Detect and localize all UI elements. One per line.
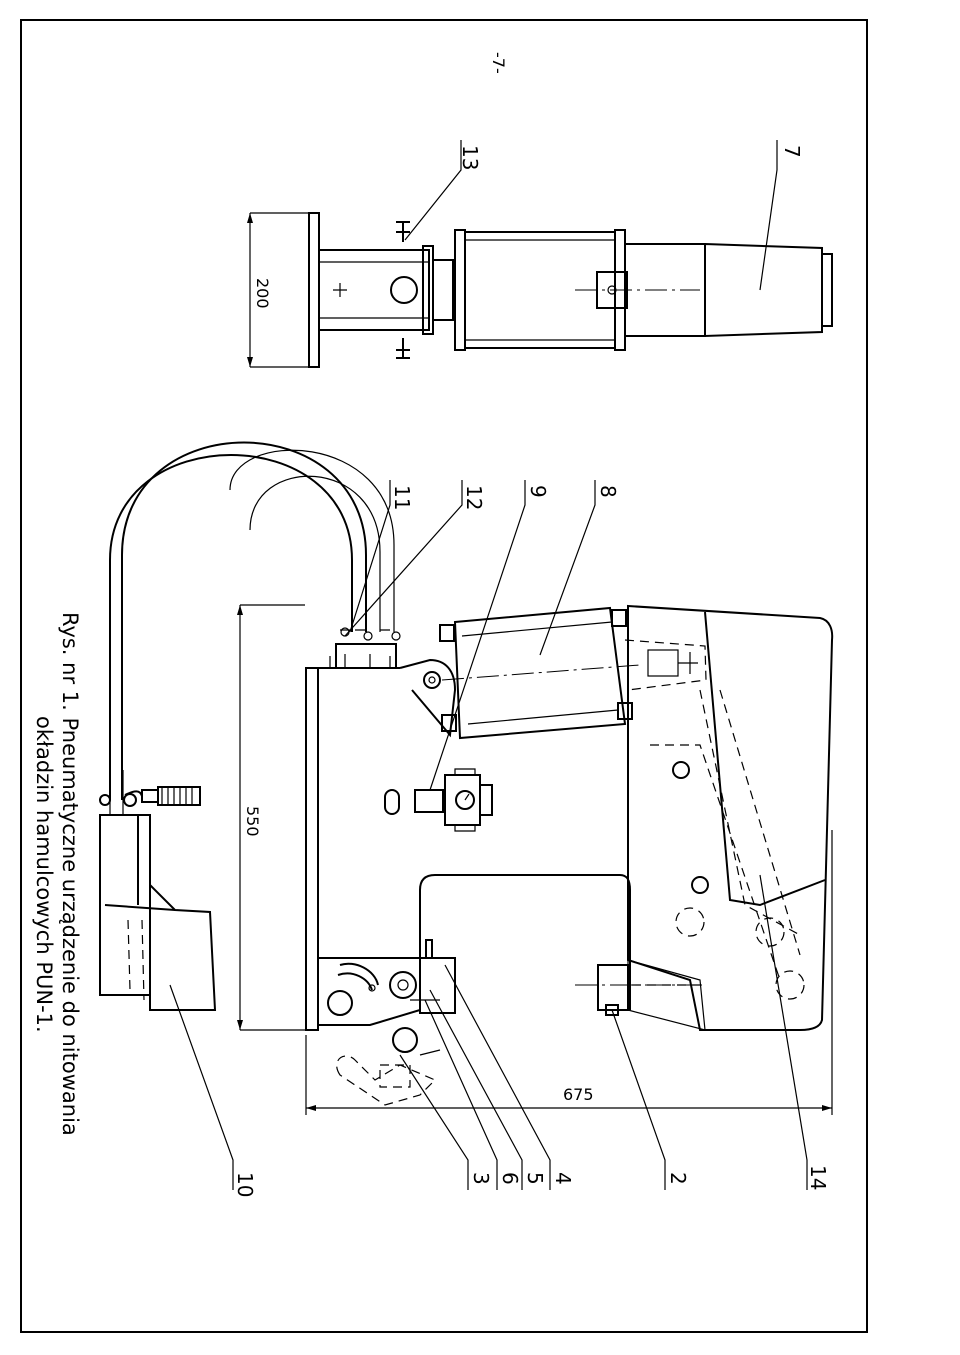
label-11: 11 [390,485,414,510]
main-view: 550 675 [99,604,834,1115]
label-13: 13 [458,145,482,170]
label-8: 8 [596,485,620,498]
air-hoses [109,441,395,800]
mounting-plate [305,667,319,1031]
label-4: 4 [551,1172,575,1185]
label-6: 6 [498,1172,522,1185]
top-bore-hole [390,276,418,304]
part-labels: 13 7 11 12 9 8 10 3 6 5 4 2 14 [233,145,830,1197]
caption-line-1: Rys. nr 1. Pneumatyczne urządzenie do ni… [58,612,82,1136]
pivot-hole-upper [672,761,690,779]
label-3: 3 [469,1172,493,1185]
figure-caption: Rys. nr 1. Pneumatyczne urządzenie do ni… [32,612,82,1136]
page-number: -7- [489,52,508,74]
label-14: 14 [806,1165,830,1190]
label-5: 5 [523,1172,547,1185]
dimension-550: 550 [243,806,262,837]
leader-lines [169,140,808,1190]
dimension-200: 200 [253,278,272,309]
top-base-plate [308,212,320,368]
label-7: 7 [780,145,804,158]
drawing-frame [20,19,868,1333]
label-2: 2 [666,1172,690,1185]
label-9: 9 [526,485,550,498]
label-12: 12 [462,485,486,510]
pivot-hole-lower [691,876,709,894]
top-view: 200 [247,212,833,368]
dimension-675: 675 [563,1085,594,1104]
label-10: 10 [233,1172,257,1197]
caption-line-2: okładzin hamulcowych PUN-1. [32,716,56,1033]
